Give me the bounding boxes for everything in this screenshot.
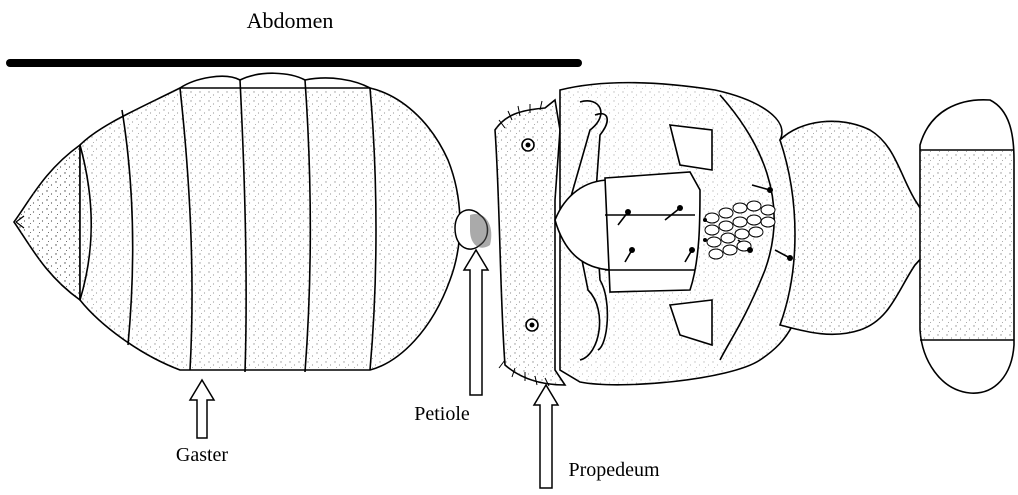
neck: [780, 121, 930, 334]
abdomen-label: Abdomen: [247, 8, 334, 33]
petiole-label: Petiole: [414, 403, 470, 425]
propedeum-label: Propedeum: [568, 459, 660, 481]
mesosoma: [555, 83, 817, 385]
petiole: [455, 210, 491, 249]
head: [920, 100, 1014, 393]
gaster: [14, 73, 460, 372]
propedeum-arrow: [534, 385, 558, 488]
propodeum: [495, 100, 565, 385]
petiole-arrow: [464, 250, 488, 395]
gaster-arrow: [190, 380, 214, 438]
gaster-label: Gaster: [176, 444, 229, 466]
